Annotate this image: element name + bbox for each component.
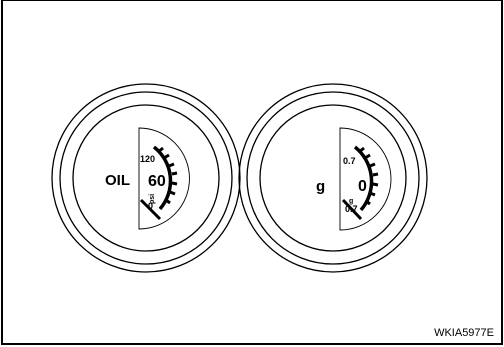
g-gauge-scale-arc <box>353 145 374 212</box>
oil-gauge: OIL 60 120 0 psi <box>51 83 241 273</box>
g-gauge-tick <box>364 153 371 160</box>
g-gauge-top-value: 0.7 <box>343 156 356 166</box>
oil-gauge-tick <box>168 162 175 168</box>
oil-gauge-outer-ring <box>51 83 241 273</box>
g-gauge-dial-face <box>339 127 392 231</box>
oil-gauge-label: OIL <box>105 172 130 189</box>
g-gauge-needle <box>341 198 363 221</box>
g-gauge-tick-marks <box>358 146 379 206</box>
oil-gauge-tick <box>171 171 178 176</box>
oil-gauge-tick <box>169 190 176 196</box>
g-gauge-outer-ring <box>238 83 428 273</box>
oil-gauge-tick <box>163 153 170 160</box>
g-gauge-bottom-value: 0.7 <box>345 204 358 214</box>
g-gauge-inner-ring <box>259 104 407 252</box>
g-gauge-tick <box>372 172 379 177</box>
g-gauge-unit: g <box>349 198 353 205</box>
g-gauge-tick <box>369 162 376 168</box>
oil-gauge-inner-ring <box>72 104 220 252</box>
oil-gauge-tick <box>165 198 171 205</box>
oil-gauge-unit: psi <box>149 194 156 204</box>
oil-gauge-top-value: 120 <box>140 154 155 164</box>
g-gauge-label: g <box>316 178 325 195</box>
g-gauge-center-value: 0 <box>358 178 367 195</box>
oil-gauge-scale-arc <box>152 145 173 211</box>
g-gauge-tick <box>365 199 371 206</box>
g-gauge-tick <box>369 191 376 197</box>
oil-gauge-tick <box>171 181 178 186</box>
oil-gauge-tick <box>157 146 164 154</box>
oil-gauge-bottom-value: 0 <box>148 201 153 211</box>
g-gauge-tick <box>372 182 379 187</box>
oil-gauge-dial-face <box>138 127 190 230</box>
oil-gauge-tick-marks <box>157 146 178 205</box>
oil-gauge-middle-ring <box>59 91 233 265</box>
oil-gauge-needle <box>139 198 162 221</box>
figure-id: WKIA5977E <box>434 327 494 339</box>
g-gauge-middle-ring <box>246 91 420 265</box>
oil-gauge-center-value: 60 <box>148 173 166 190</box>
g-gauge-tick <box>358 146 365 154</box>
g-gauge: g 0 0.7 g 0.7 <box>238 83 428 273</box>
